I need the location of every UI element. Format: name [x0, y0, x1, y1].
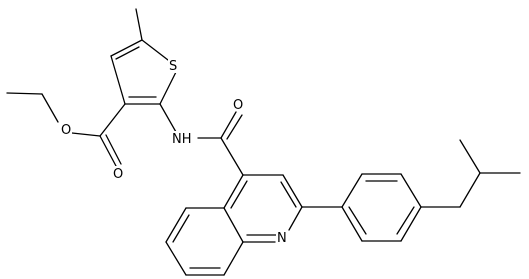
bond — [165, 241, 187, 276]
bond — [223, 174, 244, 209]
bond — [99, 135, 117, 167]
bond — [6, 92, 43, 95]
bond — [159, 103, 177, 133]
bond — [110, 55, 126, 105]
bond — [288, 206, 303, 231]
atom-labels: S O O O NH N — [60, 58, 288, 246]
bond — [71, 132, 101, 137]
bond — [400, 173, 422, 208]
bond — [341, 173, 363, 208]
bond — [459, 172, 481, 208]
bond — [220, 111, 237, 139]
bond — [165, 207, 187, 243]
atom-amide-nitrogen: NH — [172, 132, 192, 147]
bond — [105, 134, 122, 165]
bond — [230, 180, 248, 209]
atom-amide-oxygen: O — [233, 98, 243, 113]
bond — [280, 181, 297, 208]
bond — [226, 114, 243, 140]
bond — [459, 139, 481, 174]
bond — [223, 241, 244, 276]
bond — [400, 206, 422, 242]
atom-quinoline-nitrogen: N — [277, 231, 287, 246]
bond — [341, 206, 363, 242]
bond — [220, 137, 244, 176]
bond — [172, 214, 190, 243]
bond — [135, 8, 143, 41]
atom-sulfur: S — [169, 59, 177, 74]
bond — [141, 39, 169, 61]
bond — [396, 206, 415, 235]
bond — [115, 46, 140, 60]
bond — [348, 206, 367, 235]
atom-ester-ether-oxygen: O — [61, 123, 71, 138]
bond — [282, 174, 303, 208]
bonds — [6, 8, 521, 276]
bond — [41, 93, 59, 123]
bond — [223, 207, 244, 243]
atom-ester-carbonyl-oxygen: O — [113, 167, 123, 182]
bond — [159, 71, 177, 105]
bond — [110, 39, 143, 57]
bond — [99, 103, 126, 137]
